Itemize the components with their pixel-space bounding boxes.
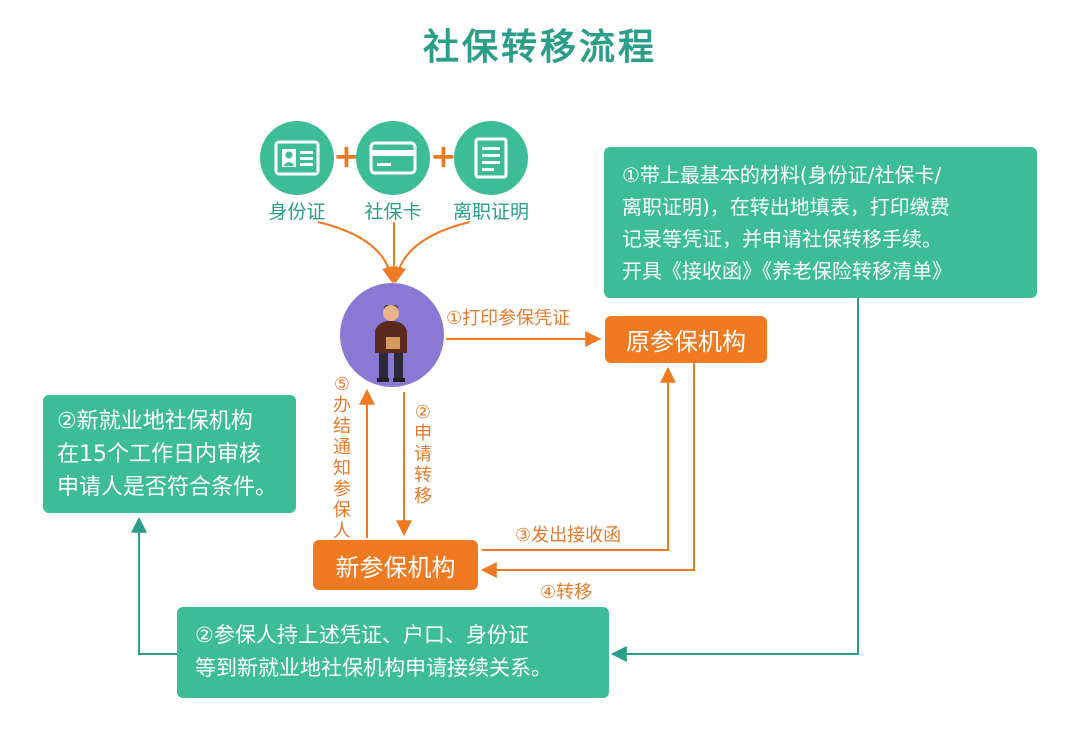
plus-sign: +	[333, 137, 360, 175]
note-apply-continuation: ②参保人持上述凭证、户口、身份证 等到新就业地社保机构申请接续关系。	[177, 607, 609, 698]
social-security-card-label: 社保卡	[364, 201, 422, 223]
note-line: ②参保人持上述凭证、户口、身份证	[195, 623, 529, 647]
edge-label-send-letter: ③发出接收函	[515, 525, 622, 546]
arrow-send-letter	[482, 366, 676, 551]
note-line: 等到新就业地社保机构申请接续关系。	[195, 656, 552, 680]
material-arrow-right	[390, 221, 471, 284]
note-line: 在15个工作日内审核	[57, 442, 261, 467]
original-institution-node: 原参保机构	[605, 316, 767, 363]
id-card-icon	[260, 121, 334, 195]
note-new-institution-review: ②新就业地社保机构 在15个工作日内审核 申请人是否符合条件。	[43, 395, 296, 513]
plus-sign: +	[430, 137, 457, 175]
edge-label-notify: ⑤办结通知参保人	[333, 374, 351, 542]
note-line: ①带上最基本的材料(身份证/社保卡/	[622, 163, 942, 187]
edge-label-transfer: ④转移	[540, 582, 593, 603]
note-line: ②新就业地社保机构	[57, 409, 253, 434]
edge-label-apply: ②申请转移	[414, 402, 432, 507]
bank-card-icon	[356, 121, 430, 195]
material-arrow-left	[317, 221, 398, 284]
note-line: 离职证明)，在转出地填表，打印缴费	[622, 195, 950, 219]
insured-person-avatar	[340, 283, 444, 387]
arrow-apply-to-review	[131, 516, 177, 655]
note-line: 记录等凭证，并申请社保转移手续。	[622, 227, 942, 251]
resignation-certificate-label: 离职证明	[452, 201, 529, 223]
note-original-institution-steps: ①带上最基本的材料(身份证/社保卡/ 离职证明)，在转出地填表，打印缴费 记录等…	[604, 147, 1037, 298]
new-institution-node: 新参保机构	[313, 540, 478, 590]
id-card-label: 身份证	[268, 201, 326, 223]
arrow-note-to-apply	[610, 298, 859, 662]
edge-label-print: ①打印参保凭证	[446, 308, 571, 329]
document-icon	[454, 121, 528, 195]
arrow-transfer	[480, 363, 695, 578]
note-line: 开具《接收函》《养老保险转移清单》	[622, 259, 952, 283]
note-line: 申请人是否符合条件。	[57, 475, 278, 500]
page-title: 社保转移流程	[422, 27, 657, 68]
